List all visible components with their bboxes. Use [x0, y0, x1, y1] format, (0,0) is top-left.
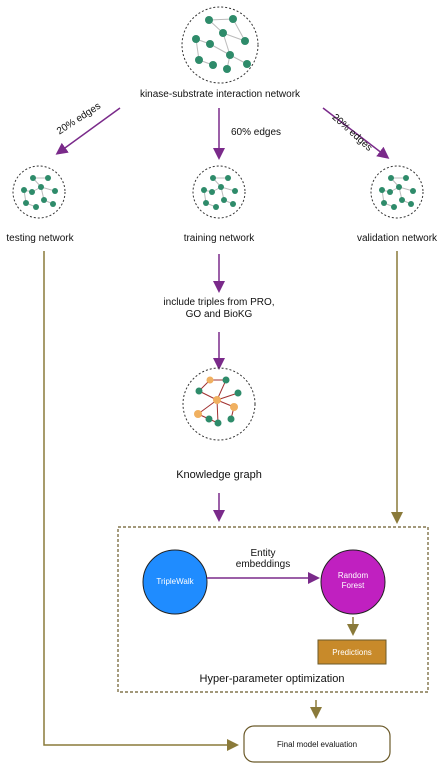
- arrow-to-validation: [322, 107, 390, 159]
- testing-network-graph: [12, 165, 66, 219]
- testing-network-label: testing network: [6, 233, 74, 244]
- validation-network-label: validation network: [356, 233, 438, 244]
- hyper-parameter-box: [117, 526, 429, 693]
- final-eval-label: Final model evaluation: [276, 740, 358, 749]
- triplewalk-node: [142, 549, 208, 615]
- kinase-network-graph: [181, 6, 259, 84]
- predictions-box: [317, 639, 387, 665]
- validation-network-graph: [370, 165, 424, 219]
- arrow-to-testing: [55, 107, 121, 155]
- knowledge-graph-label: Knowledge graph: [176, 469, 262, 481]
- hyper-parameter-label: Hyper-parameter optimization: [199, 673, 345, 685]
- predictions-label: Predictions: [332, 648, 372, 657]
- include-triples-label: include triples from PRO, GO and BioKG: [163, 297, 275, 320]
- training-network-label: training network: [183, 233, 255, 244]
- kinase-network-label: kinase-substrate interaction network: [139, 89, 301, 100]
- triplewalk-label: TripleWalk: [156, 577, 194, 586]
- middle-split-label: 60% edges: [231, 127, 282, 138]
- final-eval-box: [243, 725, 391, 763]
- arrow-testing-to-final: [43, 251, 239, 751]
- knowledge-graph-graph: [182, 367, 256, 441]
- entity-embeddings-label: Entity embeddings: [235, 548, 291, 570]
- random-forest-label: Random Forest: [337, 571, 369, 590]
- random-forest-node: [320, 549, 386, 615]
- training-network-graph: [192, 165, 246, 219]
